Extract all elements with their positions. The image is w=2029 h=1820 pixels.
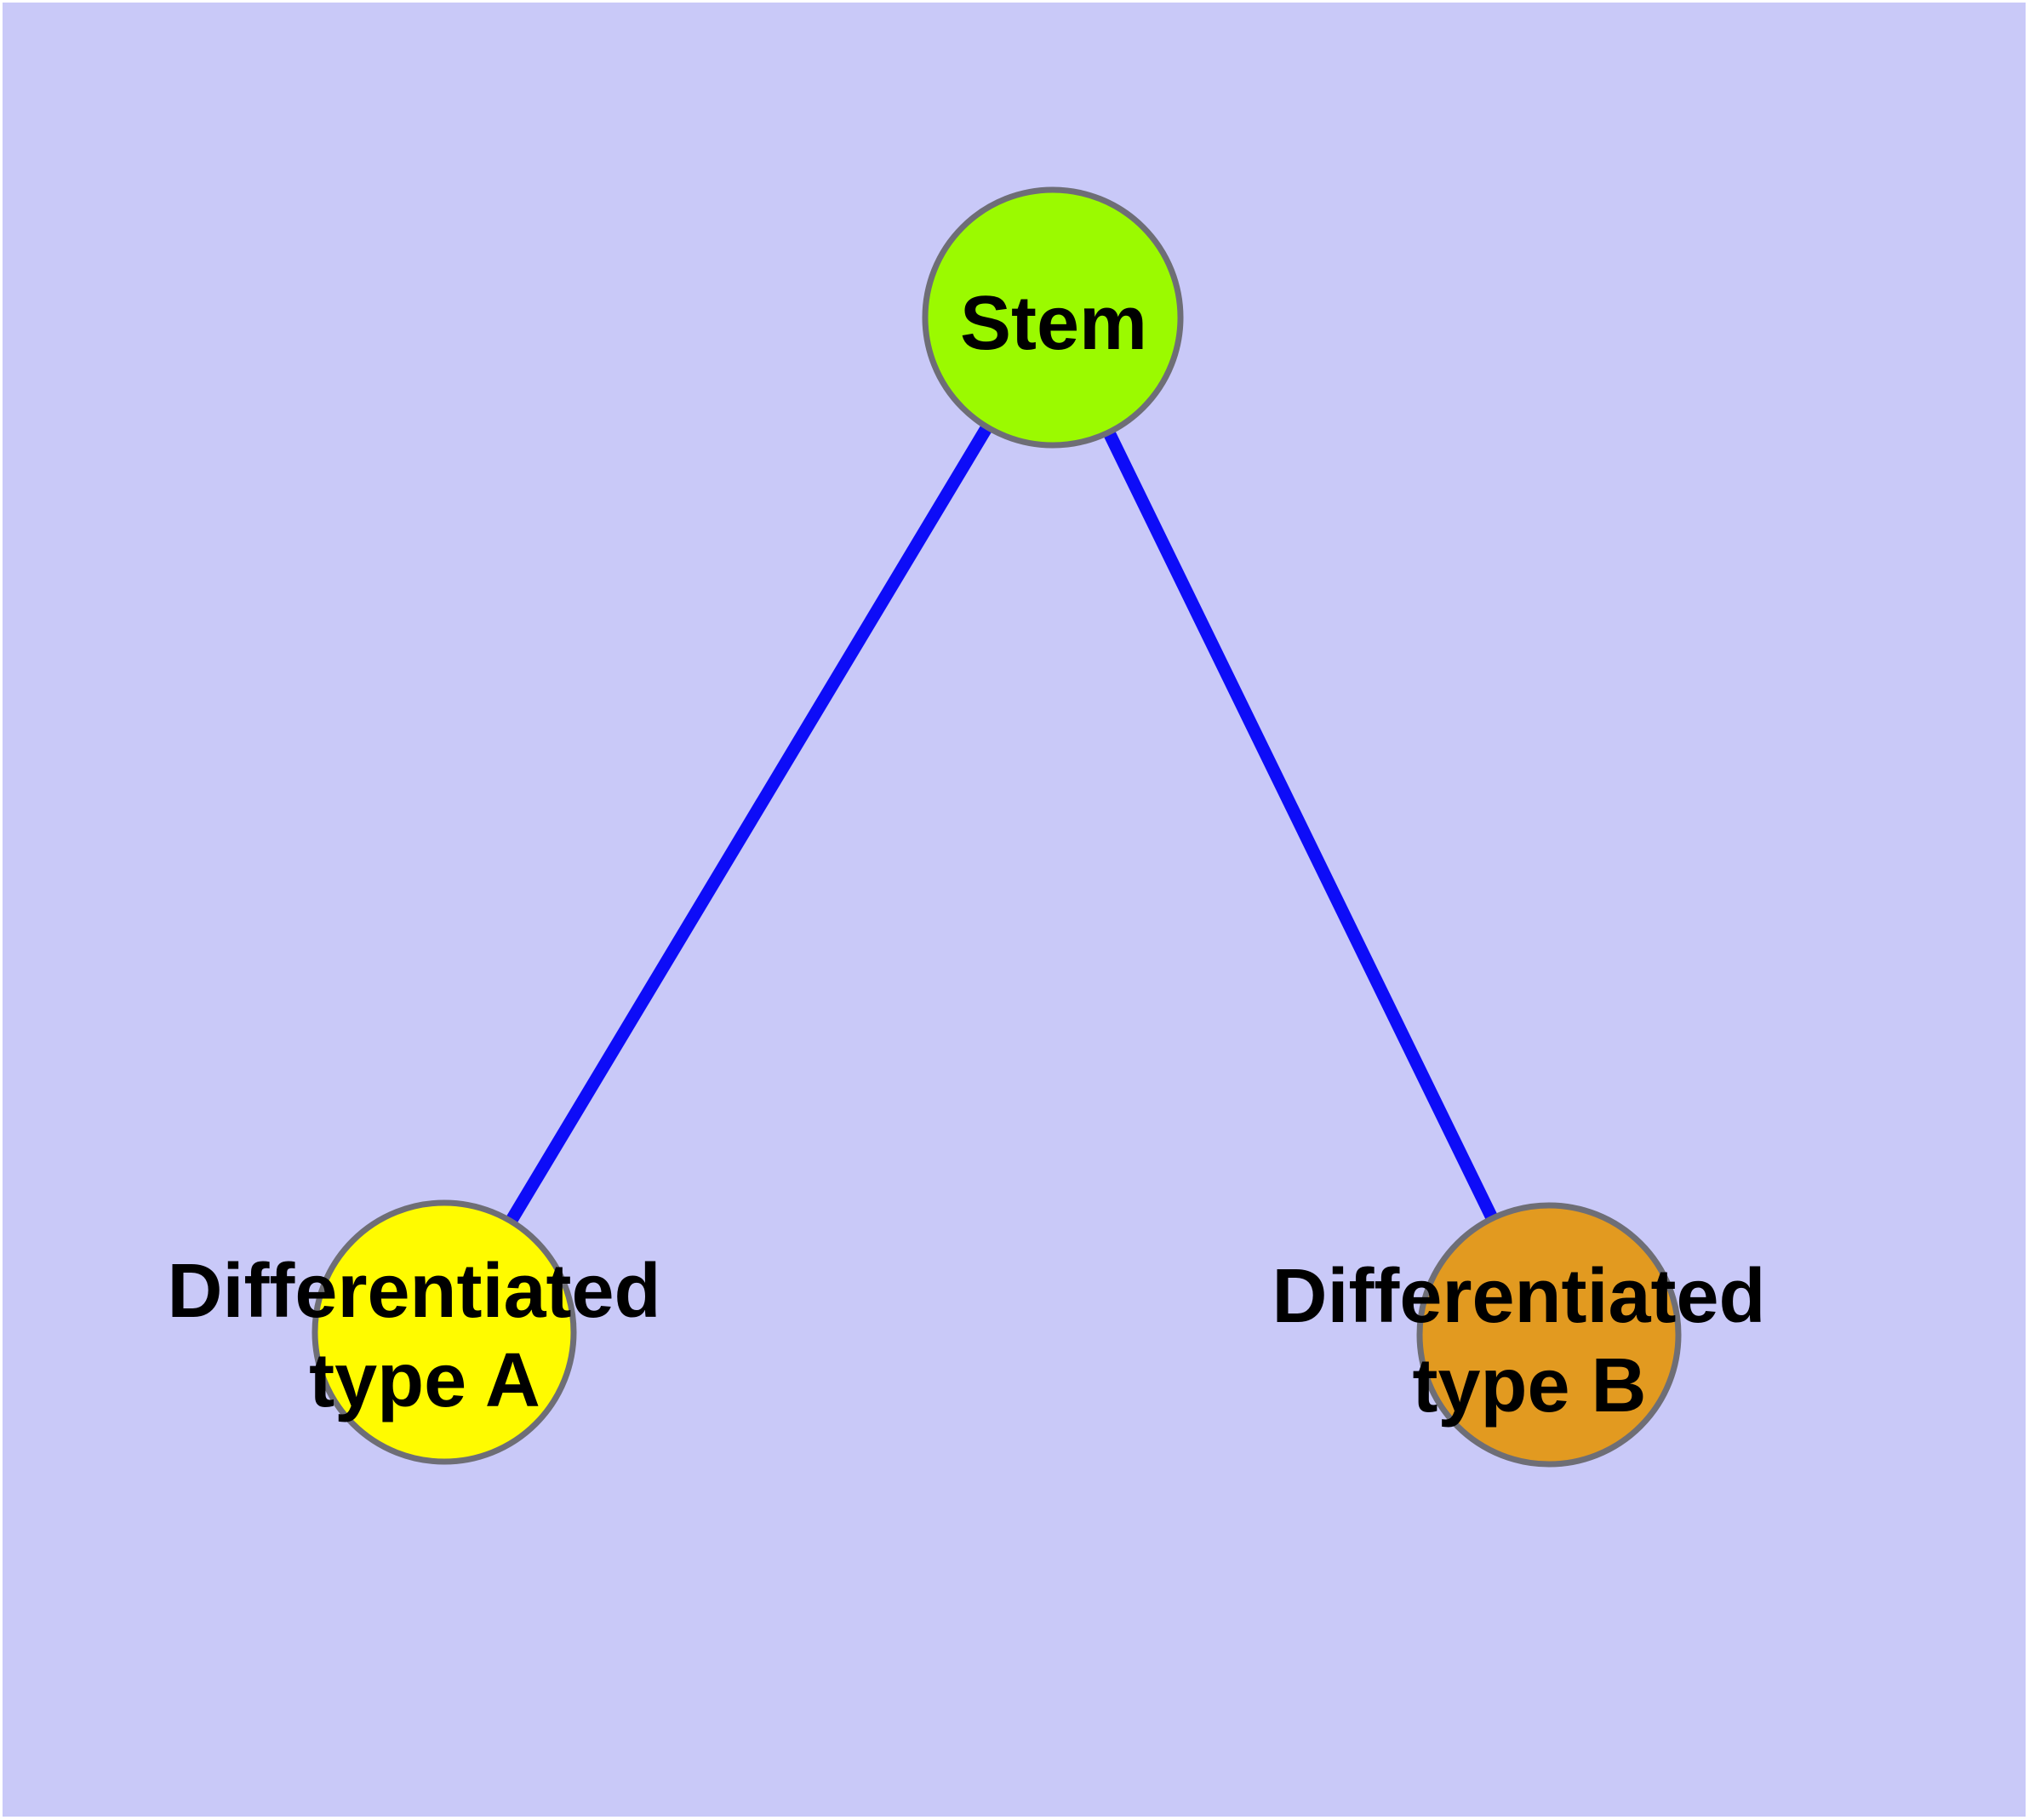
type-b-node-label-line2: type B (1412, 1343, 1646, 1428)
type-b-node-label-line1: Differentiated (1272, 1254, 1765, 1339)
stem-node-circle[interactable] (922, 186, 1184, 449)
type-a-node-circle[interactable] (311, 1199, 577, 1465)
edge-stem-to-type-a (438, 314, 1059, 1336)
type-b-node-label: Differentiated type B (1272, 1254, 1786, 1428)
type-b-node-circle[interactable] (1416, 1202, 1682, 1468)
type-a-node-label-line2: type A (309, 1338, 540, 1423)
stem-node-label: Stem (960, 281, 1147, 366)
edge-stem-to-type-b (1047, 314, 1555, 1338)
type-a-node-label: Differentiated type A (167, 1249, 682, 1423)
type-a-node-label-line1: Differentiated (167, 1249, 660, 1334)
